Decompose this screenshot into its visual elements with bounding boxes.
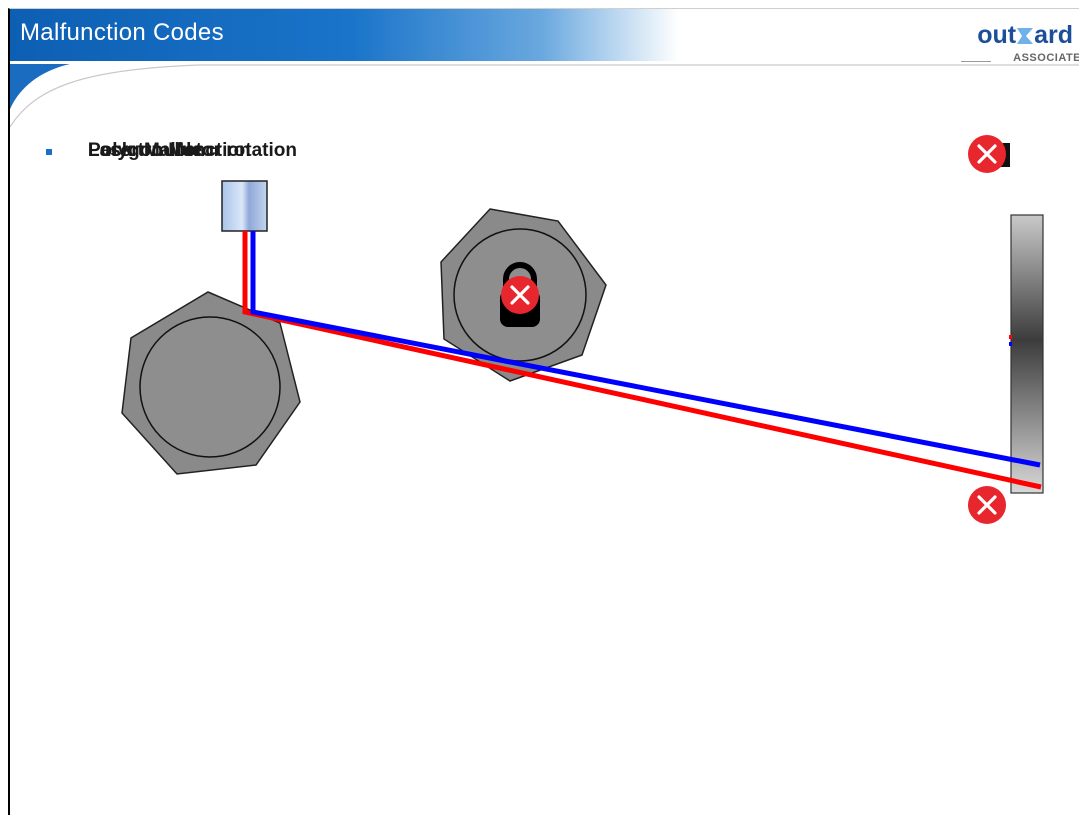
header-swoosh	[10, 64, 1079, 128]
error-badge-sensor	[968, 135, 1006, 173]
slide: Malfunction Codes out ard ASSOCIATE Poly…	[8, 8, 1079, 815]
beam-mark-blue	[1009, 342, 1012, 346]
beam-mark-red	[1009, 335, 1012, 339]
logo-subtitle: ASSOCIATE	[1013, 52, 1079, 64]
error-badge-drum	[968, 486, 1006, 524]
logo-divider	[961, 61, 991, 62]
bullet-marker	[46, 149, 52, 155]
logo-arrow-icon	[1016, 24, 1034, 44]
slide-title: Malfunction Codes	[20, 19, 224, 46]
polygon-mirror	[121, 291, 301, 475]
laser-beams	[242, 231, 1042, 490]
bullet-text-laser-malfunction: Laser Malfunction	[88, 140, 251, 161]
title-bar: Malfunction Codes	[10, 9, 770, 61]
error-badge-lock	[501, 276, 539, 314]
photoreceptor-drum	[1010, 214, 1044, 494]
laser-source	[221, 180, 268, 232]
laser-scanner-diagram	[121, 135, 1044, 524]
company-logo: out ard	[977, 21, 1073, 49]
bullet-text-polygon-motor: Polygon Motor rotation	[88, 140, 297, 161]
bullet-text-lock-trouble: Lock trouble	[88, 140, 203, 161]
